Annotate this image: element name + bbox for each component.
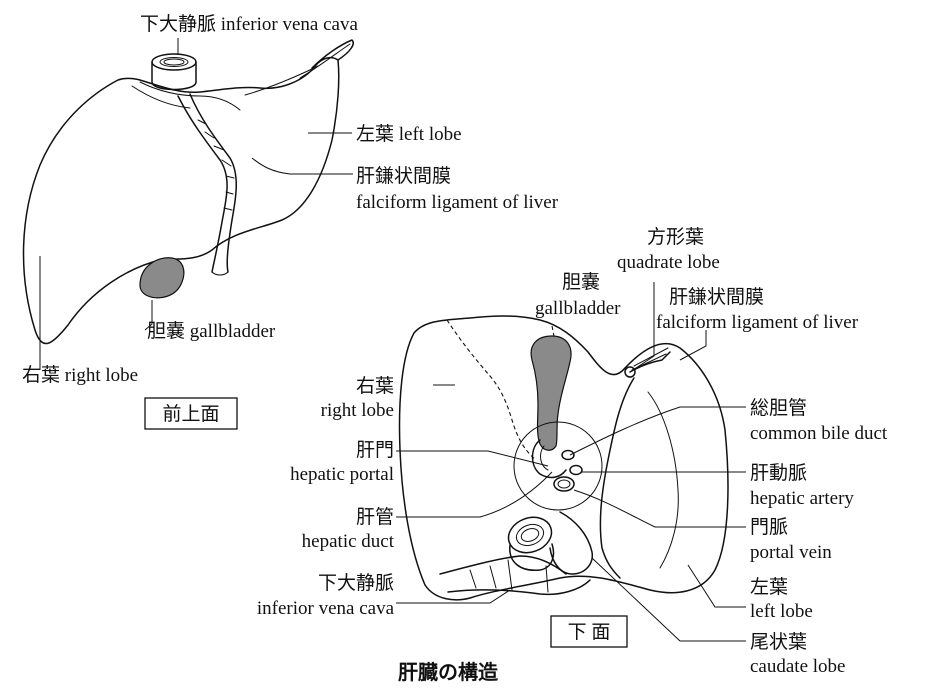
label-hepatic-portal-en: hepatic portal bbox=[290, 464, 394, 485]
label-ivc-en-bottom: inferior vena cava bbox=[257, 598, 395, 619]
label-caudate-en: caudate lobe bbox=[750, 656, 845, 677]
label-hepatic-artery-en: hepatic artery bbox=[750, 488, 854, 509]
view-label-bottom: 下 面 bbox=[568, 622, 611, 643]
liver-inferior-view: 方形葉 quadrate lobe 胆嚢 gallbladder 肝鎌状間膜 f… bbox=[257, 226, 888, 677]
label-falciform-en-bottom: falciform ligament of liver bbox=[656, 312, 859, 333]
view-label-top: 前上面 bbox=[162, 403, 219, 425]
label-quadrate-en: quadrate lobe bbox=[617, 252, 720, 273]
label-caudate-ja: 尾状葉 bbox=[750, 631, 807, 653]
label-gallbladder-en-bottom: gallbladder bbox=[535, 298, 621, 319]
label-left-lobe-top: 左葉 left lobe bbox=[356, 123, 462, 145]
label-portal-vein-ja: 門脈 bbox=[750, 516, 788, 538]
label-ivc-ja-bottom: 下大静脈 bbox=[318, 572, 394, 594]
liver-anterior-superior-view: 下大静脈 inferior vena cava 左葉 left lobe 肝鎌状… bbox=[22, 13, 559, 429]
label-hepatic-artery-ja: 肝動脈 bbox=[750, 462, 807, 484]
hepatic-artery-bottom bbox=[570, 466, 582, 475]
label-falciform-ja-top: 肝鎌状間膜 bbox=[356, 165, 451, 187]
label-hepatic-duct-ja: 肝管 bbox=[356, 506, 394, 528]
label-common-bile-ja: 総胆管 bbox=[750, 397, 807, 419]
label-right-lobe-top: 右葉 right lobe bbox=[22, 364, 138, 386]
label-hepatic-duct-en: hepatic duct bbox=[302, 531, 395, 552]
inferior-vena-cava-top bbox=[152, 54, 196, 90]
label-right-lobe-ja-bottom: 右葉 bbox=[356, 375, 394, 397]
label-right-lobe-en-bottom: right lobe bbox=[321, 400, 394, 421]
label-gallbladder-top: 胆嚢 gallbladder bbox=[147, 320, 276, 342]
common-bile-duct-bottom bbox=[562, 451, 574, 460]
label-quadrate-ja: 方形葉 bbox=[647, 226, 704, 248]
gallbladder-bottom bbox=[531, 336, 571, 450]
label-left-lobe-en-bottom: left lobe bbox=[750, 601, 813, 622]
label-falciform-en-top: falciform ligament of liver bbox=[356, 192, 559, 213]
label-hepatic-portal-ja: 肝門 bbox=[356, 440, 394, 461]
figure-title: 肝臓の構造 bbox=[398, 660, 499, 684]
hepatic-portal-region bbox=[514, 422, 602, 510]
label-common-bile-en: common bile duct bbox=[750, 423, 888, 444]
portal-vein-bottom bbox=[554, 477, 574, 491]
label-gallbladder-ja-bottom: 胆嚢 bbox=[562, 271, 600, 293]
label-portal-vein-en: portal vein bbox=[750, 542, 832, 563]
label-falciform-ja-bottom: 肝鎌状間膜 bbox=[669, 286, 764, 308]
label-ivc-top: 下大静脈 inferior vena cava bbox=[140, 13, 358, 35]
label-left-lobe-ja-bottom: 左葉 bbox=[750, 576, 788, 598]
inferior-vena-cava-bottom bbox=[504, 512, 557, 571]
